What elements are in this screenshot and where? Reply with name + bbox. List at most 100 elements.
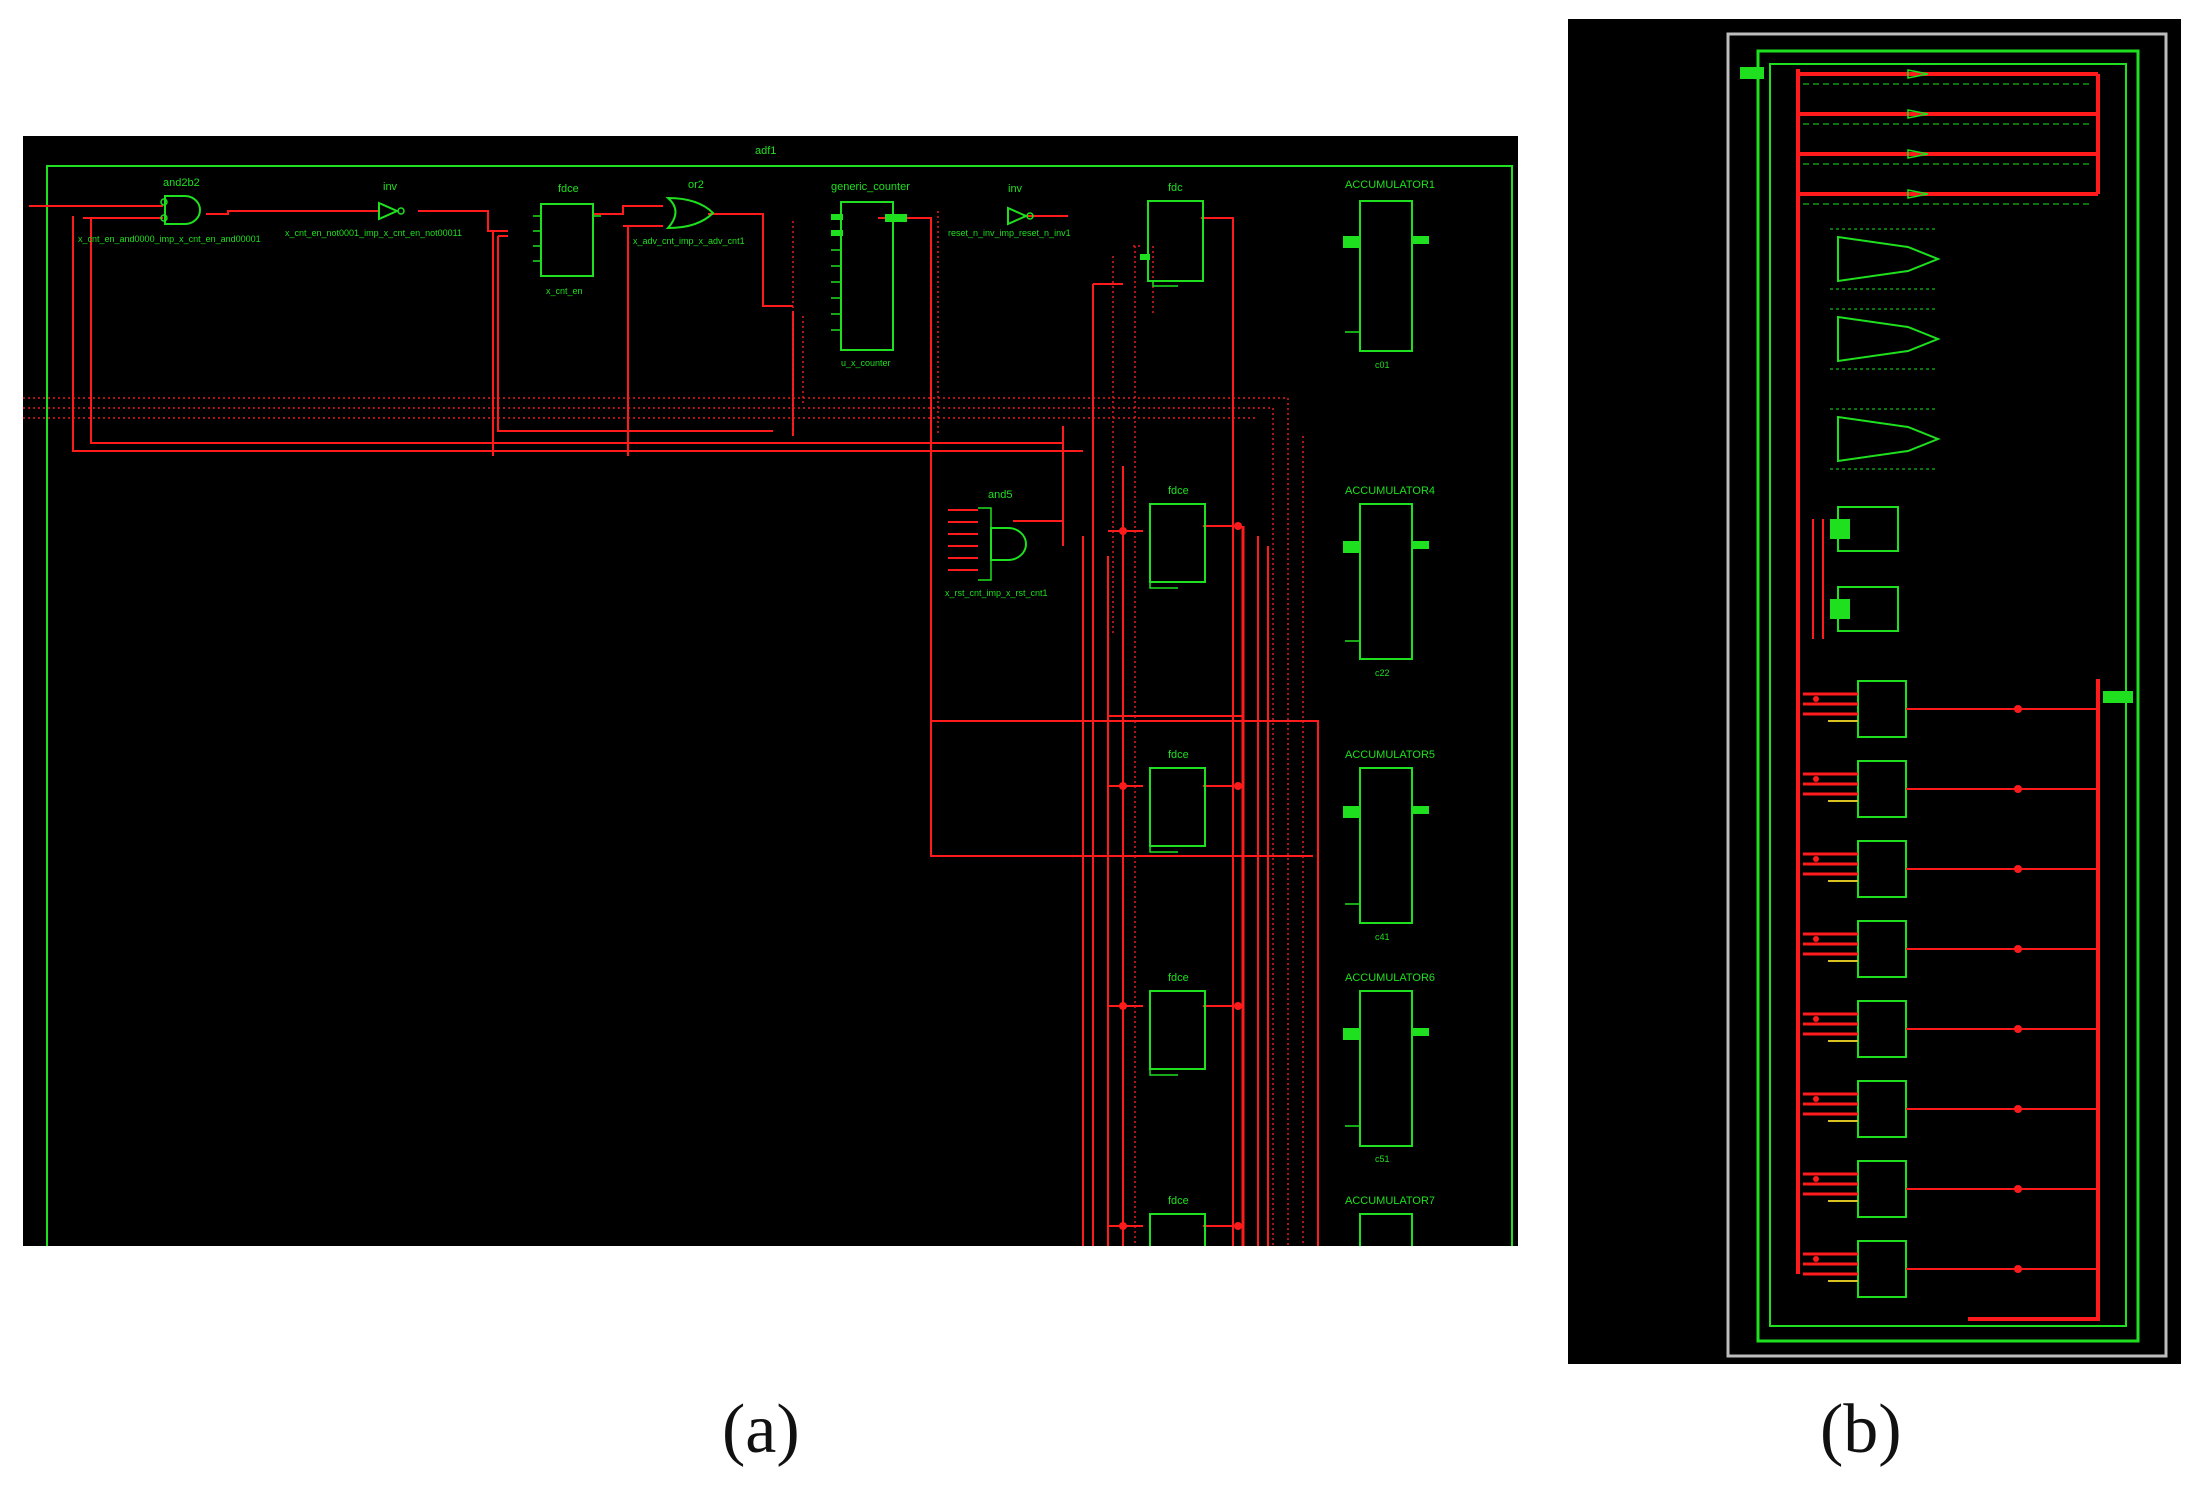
or2-inst: x_adv_cnt_imp_x_adv_cnt1 xyxy=(633,236,745,246)
reg-jdot-4 xyxy=(1813,1016,1819,1022)
counter-inst: u_x_counter xyxy=(841,358,891,368)
reg-dot-3 xyxy=(2014,945,2022,953)
acc5-inst: c41 xyxy=(1375,932,1390,942)
caption-a: (a) xyxy=(722,1391,800,1468)
junction-dots xyxy=(1119,522,1242,1230)
right-bus-bottom xyxy=(1968,679,2100,1321)
reg-input-0 xyxy=(1803,692,1858,716)
or2-gate[interactable]: or2 x_adv_cnt_imp_x_adv_cnt1 xyxy=(633,179,745,246)
schematic-panel-b xyxy=(1568,19,2181,1364)
reg-jdot-1 xyxy=(1813,776,1819,782)
outer-boundary xyxy=(1726,32,2168,1358)
acc1-title: ACCUMULATOR1 xyxy=(1345,179,1435,191)
acc7-title: ACCUMULATOR7 xyxy=(1345,1195,1435,1207)
schematic-a-svg: adf1 xyxy=(23,145,1513,1246)
and2b2-type: and2b2 xyxy=(163,177,200,189)
accumulator-7[interactable]: ACCUMULATOR7 xyxy=(1345,1195,1435,1246)
reg-input-4 xyxy=(1803,1012,1858,1036)
reg-dot-4 xyxy=(2014,1025,2022,1033)
top-buffer-2 xyxy=(1907,149,1929,159)
fdce-flop-4[interactable]: fdce xyxy=(1149,1195,1206,1246)
reg-jdot-6 xyxy=(1813,1176,1819,1182)
reg-block-0 xyxy=(1857,680,1907,738)
acc6-title: ACCUMULATOR6 xyxy=(1345,972,1435,984)
or2-type: or2 xyxy=(688,179,704,191)
reg-dot-5 xyxy=(2014,1105,2022,1113)
reg-input-5 xyxy=(1803,1092,1858,1116)
and2b2-inst: x_cnt_en_and0000_imp_x_cnt_en_and00001 xyxy=(78,234,261,244)
caption-b: (b) xyxy=(1820,1391,1902,1468)
reg-input-1 xyxy=(1803,772,1858,796)
fdc-type: fdc xyxy=(1168,182,1183,194)
top-module-frame xyxy=(46,165,1513,1246)
fdce3-type: fdce xyxy=(1168,972,1189,984)
top-buffer-3 xyxy=(1907,189,1929,199)
ctrl-fill-1 xyxy=(1830,599,1850,619)
net-wires xyxy=(29,205,1319,1246)
ctrl-wires xyxy=(1812,519,1824,639)
reg-input-3 xyxy=(1803,932,1858,956)
fdce2-type: fdce xyxy=(1168,749,1189,761)
frame-label: adf1 xyxy=(755,145,776,157)
acc1-inst: c01 xyxy=(1375,360,1390,370)
counter-type: generic_counter xyxy=(831,181,910,193)
mux-shape-1 xyxy=(1837,315,1941,363)
acc6-inst: c51 xyxy=(1375,1154,1390,1164)
acc5-title: ACCUMULATOR5 xyxy=(1345,749,1435,761)
accumulator-6[interactable]: ACCUMULATOR6 c51 xyxy=(1343,972,1435,1164)
and5-gate[interactable]: and5 x_rst_cnt_imp_x_rst_cnt1 xyxy=(945,489,1048,598)
reg-jdot-2 xyxy=(1813,856,1819,862)
reg-dot-7 xyxy=(2014,1265,2022,1273)
inv-gate-2[interactable]: inv reset_n_inv_imp_reset_n_inv1 xyxy=(948,183,1071,238)
reg-dot-6 xyxy=(2014,1185,2022,1193)
reg-input-2 xyxy=(1803,852,1858,876)
top-buffer-1 xyxy=(1907,109,1929,119)
fdce4-type: fdce xyxy=(1168,1195,1189,1207)
panel-b-circuit xyxy=(1740,67,2133,1321)
reg-dot-2 xyxy=(2014,865,2022,873)
inv1-type: inv xyxy=(383,181,398,193)
fdce1-type: fdce xyxy=(1168,485,1189,497)
module-frame xyxy=(1756,49,2140,1343)
fdce-x-cnt-en[interactable]: fdce x_cnt_en xyxy=(533,183,601,296)
top-buffer-0 xyxy=(1907,69,1929,79)
and5-type: and5 xyxy=(988,489,1012,501)
inv-gate-1[interactable]: inv x_cnt_en_not0001_imp_x_cnt_en_not000… xyxy=(285,181,462,238)
reg-block-6 xyxy=(1857,1160,1907,1218)
accumulator-1[interactable]: ACCUMULATOR1 c01 xyxy=(1343,179,1435,370)
reg-jdot-7 xyxy=(1813,1256,1819,1262)
reg-jdot-3 xyxy=(1813,936,1819,942)
dotted-nets xyxy=(23,211,1304,1246)
reg-block-7 xyxy=(1857,1240,1907,1298)
output-port xyxy=(2103,691,2133,703)
schematic-b-svg xyxy=(1726,32,2168,1358)
input-port xyxy=(1740,67,1764,79)
inv2-inst: reset_n_inv_imp_reset_n_inv1 xyxy=(948,228,1071,238)
schematic-panel-a: adf1 xyxy=(23,136,1518,1246)
acc4-inst: c22 xyxy=(1375,668,1390,678)
fdce-type: fdce xyxy=(558,183,579,195)
mux-shape-2 xyxy=(1837,415,1941,463)
reg-block-2 xyxy=(1857,840,1907,898)
fdce-inst: x_cnt_en xyxy=(546,286,583,296)
reg-block-5 xyxy=(1857,1080,1907,1138)
fdce-flop-2[interactable]: fdce xyxy=(1149,749,1206,853)
reg-block-3 xyxy=(1857,920,1907,978)
reg-dot-0 xyxy=(2014,705,2022,713)
reg-jdot-5 xyxy=(1813,1096,1819,1102)
inv2-type: inv xyxy=(1008,183,1023,195)
fdce-flop-1[interactable]: fdce xyxy=(1149,485,1206,589)
generic-counter-block[interactable]: generic_counter u_x_counter xyxy=(831,181,910,368)
and5-inst: x_rst_cnt_imp_x_rst_cnt1 xyxy=(945,588,1048,598)
reg-block-4 xyxy=(1857,1000,1907,1058)
reg-jdot-0 xyxy=(1813,696,1819,702)
reg-input-7 xyxy=(1803,1252,1858,1276)
fdce-flop-3[interactable]: fdce xyxy=(1149,972,1206,1076)
and2b2-gate[interactable]: and2b2 x_cnt_en_and0000_imp_x_cnt_en_and… xyxy=(78,177,261,244)
reg-block-1 xyxy=(1857,760,1907,818)
reg-dot-1 xyxy=(2014,785,2022,793)
fdc-flop[interactable]: fdc xyxy=(1140,182,1204,287)
accumulator-5[interactable]: ACCUMULATOR5 c41 xyxy=(1343,749,1435,942)
mux-shape-0 xyxy=(1837,235,1941,283)
accumulator-4[interactable]: ACCUMULATOR4 c22 xyxy=(1343,485,1435,678)
